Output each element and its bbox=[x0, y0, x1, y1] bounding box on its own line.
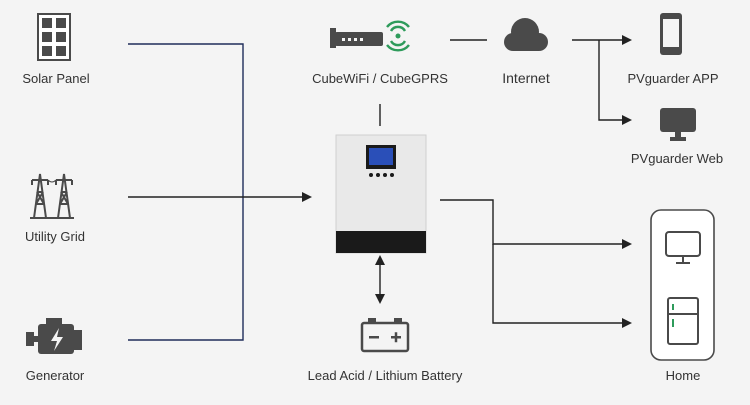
transmission-tower-icon bbox=[30, 173, 74, 219]
battery-icon bbox=[360, 318, 410, 353]
cube-wifi-label: CubeWiFi / CubeGPRS bbox=[312, 71, 448, 86]
inverter-to-home-lines bbox=[440, 199, 632, 328]
smartphone-icon bbox=[660, 13, 682, 55]
solar-panel-label: Solar Panel bbox=[22, 71, 90, 86]
solar-line bbox=[128, 43, 244, 341]
inverter-icon bbox=[335, 134, 427, 254]
pvguarder-app-label: PVguarder APP bbox=[627, 71, 719, 86]
internet-lines bbox=[572, 35, 632, 125]
cloud-icon bbox=[504, 18, 548, 51]
wifi-router-icon bbox=[330, 28, 383, 48]
engine-icon bbox=[26, 318, 82, 354]
wifi-waves-icon bbox=[386, 20, 410, 52]
home-label: Home bbox=[665, 368, 701, 383]
generator-label: Generator bbox=[25, 368, 85, 383]
monitor-icon bbox=[660, 108, 696, 141]
battery-label: Lead Acid / Lithium Battery bbox=[307, 368, 463, 383]
pvguarder-web-label: PVguarder Web bbox=[630, 151, 724, 166]
utility-grid-label: Utility Grid bbox=[25, 229, 85, 244]
source-lines bbox=[128, 43, 244, 341]
house-appliances-icon bbox=[650, 209, 715, 361]
internet-label: Internet bbox=[502, 70, 550, 86]
solar-panel-icon bbox=[37, 13, 71, 61]
